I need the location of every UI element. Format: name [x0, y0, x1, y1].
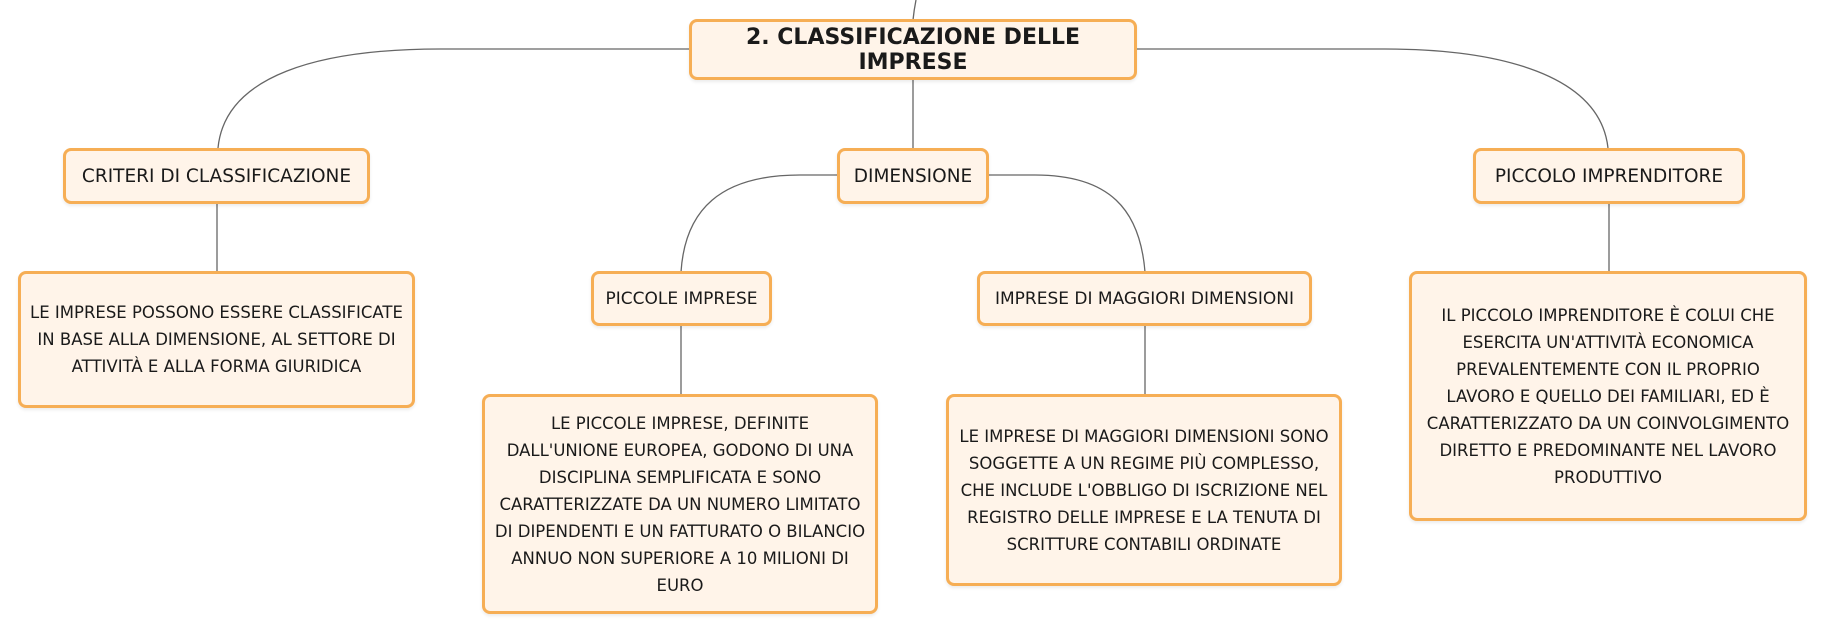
- topic-criteri-di-classificazione[interactable]: Criteri di classificazione: [63, 148, 370, 204]
- connector-dimensione-to-piccole: [680, 174, 838, 273]
- desc-imprese-maggiori-text: Le imprese di maggiori dimensioni sono s…: [959, 426, 1329, 554]
- desc-piccole-imprese[interactable]: Le piccole imprese, definite dall'Unione…: [482, 394, 878, 614]
- desc-criteri-text: Le imprese possono essere classificate i…: [30, 303, 403, 376]
- topic-dimensione-label: Dimensione: [853, 165, 973, 187]
- root-node-label: 2. Classificazione delle imprese: [745, 24, 1081, 75]
- subtopic-piccole-imprese[interactable]: Piccole imprese: [591, 271, 772, 326]
- topic-criteri-label: Criteri di classificazione: [81, 165, 352, 187]
- connector-root-to-piccolo-imprenditore: [1136, 48, 1609, 149]
- root-node[interactable]: 2. Classificazione delle imprese: [689, 19, 1137, 80]
- topic-piccolo-imprenditore-label: Piccolo imprenditore: [1494, 165, 1724, 187]
- desc-piccolo-imprenditore[interactable]: Il piccolo imprenditore è colui che eser…: [1409, 271, 1807, 521]
- connector-root-to-criteri: [217, 48, 690, 149]
- connector-parent-to-root: [912, 0, 917, 21]
- topic-piccolo-imprenditore[interactable]: Piccolo imprenditore: [1473, 148, 1745, 204]
- subtopic-piccole-label: Piccole imprese: [605, 288, 758, 309]
- subtopic-maggiori-label: Imprese di maggiori dimensioni: [994, 288, 1295, 309]
- desc-piccolo-imprenditore-text: Il piccolo imprenditore è colui che eser…: [1426, 305, 1790, 487]
- desc-imprese-maggiori-dimensioni[interactable]: Le imprese di maggiori dimensioni sono s…: [946, 394, 1342, 586]
- subtopic-imprese-maggiori-dimensioni[interactable]: Imprese di maggiori dimensioni: [977, 271, 1312, 326]
- desc-piccole-imprese-text: Le piccole imprese, definite dall'Unione…: [494, 413, 866, 595]
- topic-dimensione[interactable]: Dimensione: [837, 148, 989, 204]
- desc-criteri-di-classificazione[interactable]: Le imprese possono essere classificate i…: [18, 271, 415, 408]
- connector-dimensione-to-maggiori: [988, 174, 1146, 273]
